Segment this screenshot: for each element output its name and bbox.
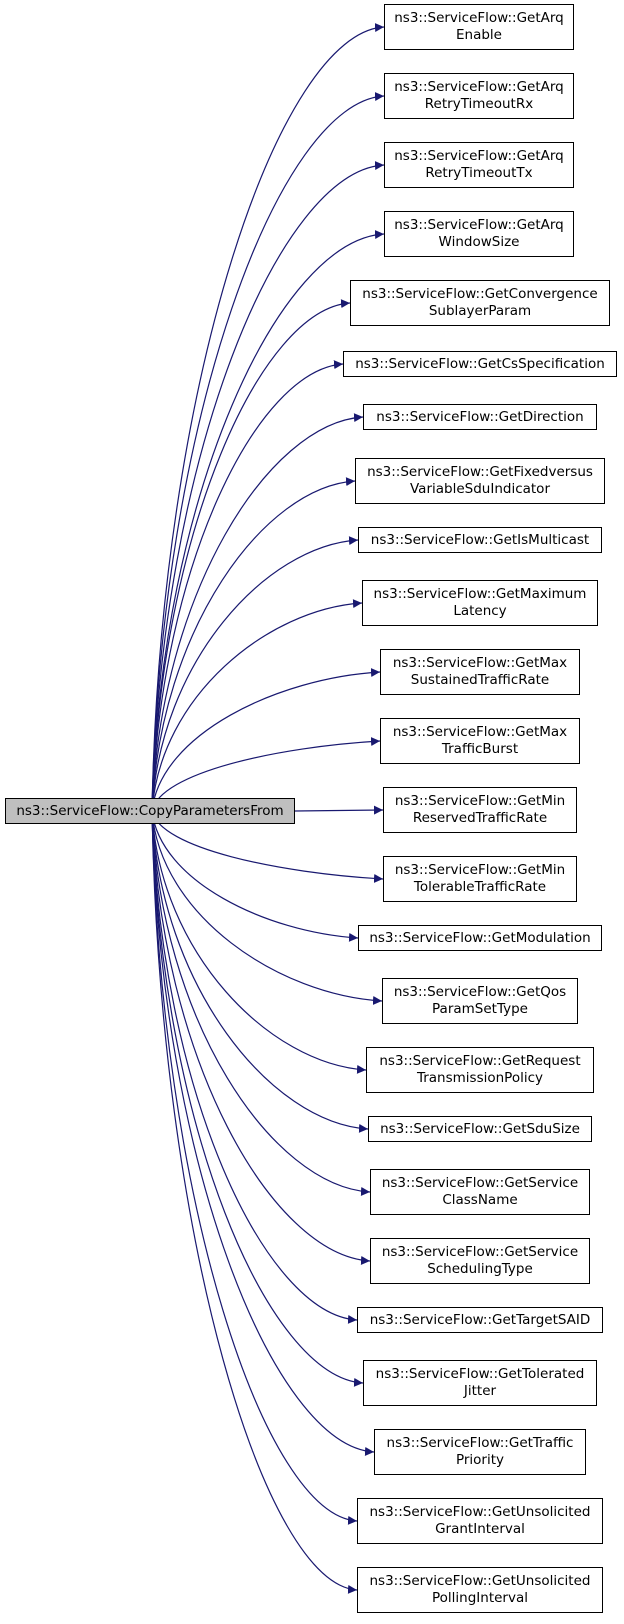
call-edge [151,810,364,1387]
call-edge [151,413,364,812]
callee-node-label-line: ns3::ServiceFlow::GetUnsolicited [369,1504,591,1520]
callee-node-label-line: ns3::ServiceFlow::GetService [381,1244,579,1260]
call-edge [151,810,369,1133]
callee-node-label-line: TrafficBurst [441,741,519,757]
callee-node-label-line: ClassName [442,1192,518,1208]
callee-node-label-line: ns3::ServiceFlow::GetDirection [376,408,584,425]
root-function-node[interactable]: ns3::ServiceFlow::CopyParametersFrom [5,798,295,824]
root-function-node-label-line: ns3::ServiceFlow::CopyParametersFrom [16,802,284,819]
call-edge [151,810,371,1196]
callee-node-label-line: SchedulingType [427,1261,533,1277]
call-edge [151,810,359,942]
callee-node-label-line: ns3::ServiceFlow::GetArq [394,148,564,164]
callee-node[interactable]: ns3::ServiceFlow::GetCsSpecification [343,351,617,377]
callee-node-label-line: ns3::ServiceFlow::GetTraffic [386,1435,574,1451]
callee-node-label-line: ns3::ServiceFlow::GetRequest [379,1053,581,1069]
call-edge [151,737,381,812]
callee-node-label-line: ns3::ServiceFlow::GetMin [394,862,566,878]
callee-node-label-line: ns3::ServiceFlow::GetConvergence [362,286,598,302]
callee-node[interactable]: ns3::ServiceFlow::GetModulation [358,925,602,951]
callee-node-label-line: Latency [453,603,507,619]
call-edge [151,668,381,812]
callee-node-label-line: Priority [455,1452,505,1468]
callee-node-label-line: ns3::ServiceFlow::GetSduSize [380,1120,580,1137]
callee-node-label-line: VariableSduIndicator [409,481,550,497]
call-edge [151,810,375,1456]
callee-node[interactable]: ns3::ServiceFlow::GetSduSize [368,1116,592,1142]
callee-node-label-line: ns3::ServiceFlow::GetUnsolicited [369,1573,591,1589]
callee-node-label-line: ns3::ServiceFlow::GetQos [393,984,567,1000]
callee-node-label-line: ns3::ServiceFlow::GetTargetSAID [369,1311,591,1328]
callee-node-label-line: ns3::ServiceFlow::GetService [381,1175,579,1191]
callee-node-label-line: ns3::ServiceFlow::GetFixedversus [367,464,593,480]
callee-node-label-line: ns3::ServiceFlow::GetMax [392,724,568,740]
call-edge [151,92,385,812]
callee-node-label-line: WindowSize [438,234,520,250]
call-edge [151,810,358,1525]
call-edge [151,360,344,812]
callee-node-label-line: ns3::ServiceFlow::GetModulation [369,929,591,946]
call-edge [151,477,356,812]
callee-node-label-line: ReservedTrafficRate [412,810,548,826]
call-edge [151,810,367,1074]
callee-node[interactable]: ns3::ServiceFlow::GetDirection [363,404,597,430]
call-edge [151,299,351,812]
callee-node-label-line: ns3::ServiceFlow::GetArq [394,217,564,233]
callee-node-label-line: SustainedTrafficRate [410,672,550,688]
callee-node-label-line: ParamSetType [432,1001,528,1017]
callee-node[interactable]: ns3::ServiceFlow::GetIsMulticast [358,527,602,553]
callee-node-label-line: ns3::ServiceFlow::GetCsSpecification [355,355,605,372]
call-edge [294,805,384,815]
callee-node-label-line: ns3::ServiceFlow::GetMin [394,793,566,809]
call-edge [151,536,359,812]
call-edge [151,230,385,812]
callee-node-label-line: PollingInterval [432,1590,528,1606]
callee-node-label-line: TransmissionPolicy [416,1070,544,1086]
callee-node-label-line: ns3::ServiceFlow::GetArq [394,79,564,95]
call-edge [151,810,383,1005]
call-edge [151,810,358,1594]
callee-node-label-line: RetryTimeoutRx [424,96,534,112]
callee-node-label-line: ns3::ServiceFlow::GetTolerated [375,1366,585,1382]
call-edge [151,810,384,883]
callee-node-label-line: ns3::ServiceFlow::GetMaximum [373,586,587,602]
callee-node-label-line: RetryTimeoutTx [425,165,533,181]
callee-node-label-line: ns3::ServiceFlow::GetMax [392,655,568,671]
callee-node-label-line: Enable [456,27,502,43]
call-edge [151,810,371,1265]
callee-node-label-line: ns3::ServiceFlow::GetIsMulticast [370,531,590,548]
call-edge [151,23,385,812]
callee-node-label-line: TolerableTrafficRate [413,879,547,895]
call-edge [151,810,358,1324]
call-edge [151,161,385,812]
callee-node-label-line: SublayerParam [428,303,532,319]
callee-node-label-line: ns3::ServiceFlow::GetArq [394,10,564,26]
callee-node-label-line: GrantInterval [435,1521,525,1537]
callee-node-label-line: Jitter [463,1383,497,1399]
callee-node[interactable]: ns3::ServiceFlow::GetTargetSAID [357,1307,603,1333]
call-edge [151,599,363,812]
